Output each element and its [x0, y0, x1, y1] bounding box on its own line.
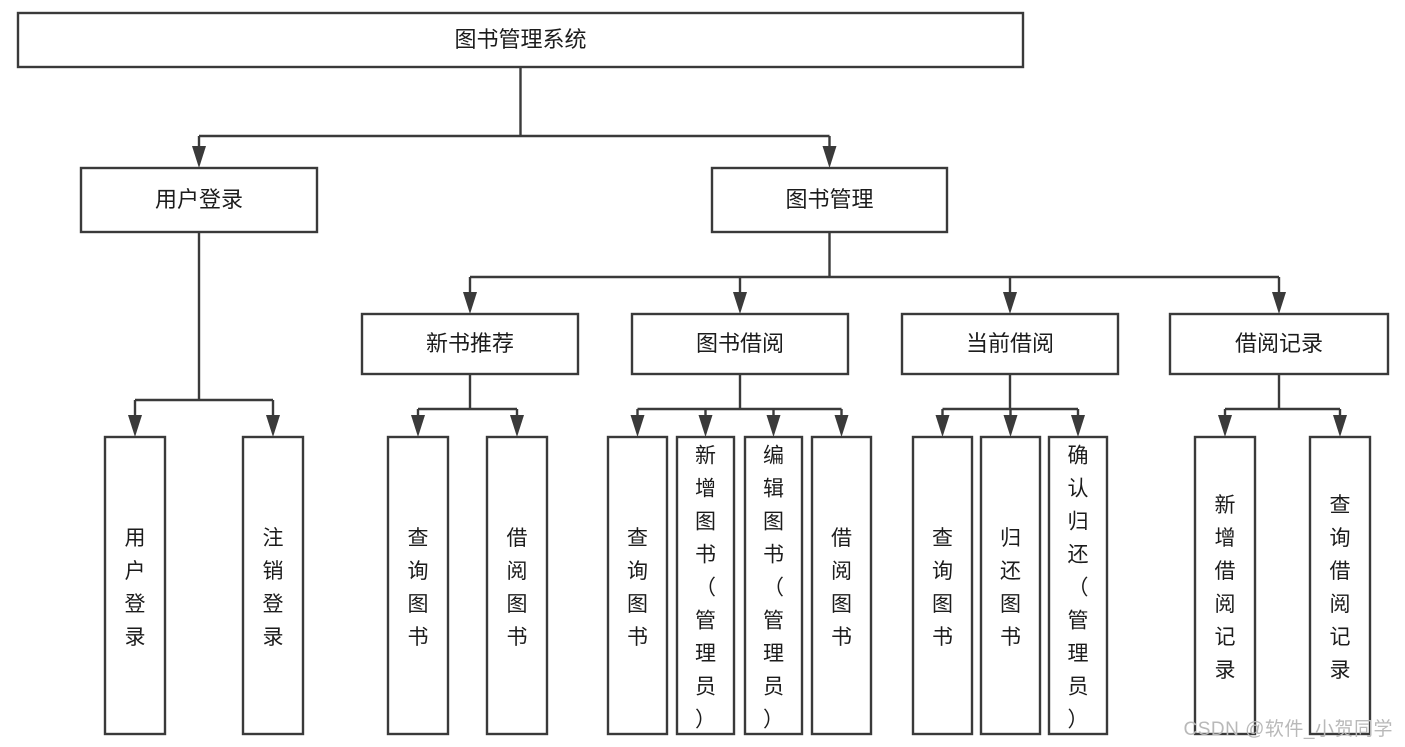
node-leaf-query-book-3[interactable]: 查询图书 — [911, 435, 974, 736]
node-label-current-borrow: 当前借阅 — [966, 331, 1054, 356]
node-leaf-borrow-book-2[interactable]: 借阅图书 — [810, 435, 873, 736]
node-label-leaf-edit-book: 编辑图书（管理员） — [763, 445, 784, 732]
node-book-borrow[interactable]: 图书借阅 — [630, 312, 850, 376]
node-root[interactable]: 图书管理系统 — [16, 11, 1025, 69]
node-borrow-record[interactable]: 借阅记录 — [1168, 312, 1390, 376]
connector-layer — [128, 67, 1347, 437]
node-box-new-book-rec — [360, 312, 580, 376]
node-leaf-add-record[interactable]: 新增借阅记录 — [1193, 435, 1257, 736]
node-label-leaf-return-book: 归还图书 — [1000, 527, 1021, 649]
node-box-book-manage — [710, 166, 949, 234]
node-layer: 图书管理系统用户登录图书管理新书推荐图书借阅当前借阅借阅记录用户登录注销登录查询… — [16, 11, 1390, 736]
node-label-leaf-user-login: 用户登录 — [125, 527, 146, 649]
node-leaf-query-book-2[interactable]: 查询图书 — [606, 435, 669, 736]
node-leaf-user-login[interactable]: 用户登录 — [103, 435, 167, 736]
node-box-current-borrow — [900, 312, 1120, 376]
node-label-leaf-query-book-1: 查询图书 — [408, 527, 429, 649]
csdn-watermark: CSDN @软件_小贺同学 — [1183, 719, 1393, 740]
node-leaf-confirm-return[interactable]: 确认归还（管理员） — [1047, 435, 1109, 736]
node-label-leaf-query-book-3: 查询图书 — [932, 527, 953, 649]
node-box-borrow-record — [1168, 312, 1390, 376]
node-leaf-add-book[interactable]: 新增图书（管理员） — [675, 435, 736, 736]
node-leaf-edit-book[interactable]: 编辑图书（管理员） — [743, 435, 804, 736]
node-label-leaf-add-book: 新增图书（管理员） — [695, 445, 716, 732]
node-box-leaf-query-book-3 — [911, 435, 974, 736]
node-label-user-login: 用户登录 — [155, 187, 243, 212]
node-box-leaf-confirm-return — [1047, 435, 1109, 736]
node-box-user-login — [79, 166, 319, 234]
node-label-leaf-user-logout: 注销登录 — [263, 527, 284, 649]
node-box-leaf-user-logout — [241, 435, 305, 736]
node-label-book-borrow: 图书借阅 — [696, 331, 784, 356]
node-user-login[interactable]: 用户登录 — [79, 166, 319, 234]
node-box-leaf-borrow-book-2 — [810, 435, 873, 736]
node-label-leaf-query-book-2: 查询图书 — [627, 527, 648, 649]
node-label-leaf-confirm-return: 确认归还（管理员） — [1068, 445, 1089, 732]
node-box-leaf-add-book — [675, 435, 736, 736]
node-box-leaf-query-record — [1308, 435, 1372, 736]
node-box-leaf-add-record — [1193, 435, 1257, 736]
node-box-leaf-edit-book — [743, 435, 804, 736]
node-leaf-borrow-book-1[interactable]: 借阅图书 — [485, 435, 549, 736]
node-box-leaf-query-book-2 — [606, 435, 669, 736]
node-label-leaf-borrow-book-2: 借阅图书 — [831, 527, 852, 649]
node-leaf-query-book-1[interactable]: 查询图书 — [386, 435, 450, 736]
node-leaf-user-logout[interactable]: 注销登录 — [241, 435, 305, 736]
node-label-new-book-rec: 新书推荐 — [426, 331, 514, 356]
node-label-borrow-record: 借阅记录 — [1235, 331, 1323, 356]
node-leaf-query-record[interactable]: 查询借阅记录 — [1308, 435, 1372, 736]
node-box-book-borrow — [630, 312, 850, 376]
node-label-leaf-borrow-book-1: 借阅图书 — [507, 527, 528, 649]
node-label-leaf-add-record: 新增借阅记录 — [1215, 494, 1236, 682]
node-label-book-manage: 图书管理 — [785, 187, 873, 212]
node-label-leaf-query-record: 查询借阅记录 — [1330, 494, 1351, 682]
node-box-leaf-user-login — [103, 435, 167, 736]
node-box-leaf-borrow-book-1 — [485, 435, 549, 736]
node-box-leaf-query-book-1 — [386, 435, 450, 736]
node-leaf-return-book[interactable]: 归还图书 — [979, 435, 1042, 736]
node-book-manage[interactable]: 图书管理 — [710, 166, 949, 234]
node-box-root — [16, 11, 1025, 69]
node-current-borrow[interactable]: 当前借阅 — [900, 312, 1120, 376]
node-box-leaf-return-book — [979, 435, 1042, 736]
node-new-book-rec[interactable]: 新书推荐 — [360, 312, 580, 376]
node-label-root: 图书管理系统 — [454, 27, 586, 52]
